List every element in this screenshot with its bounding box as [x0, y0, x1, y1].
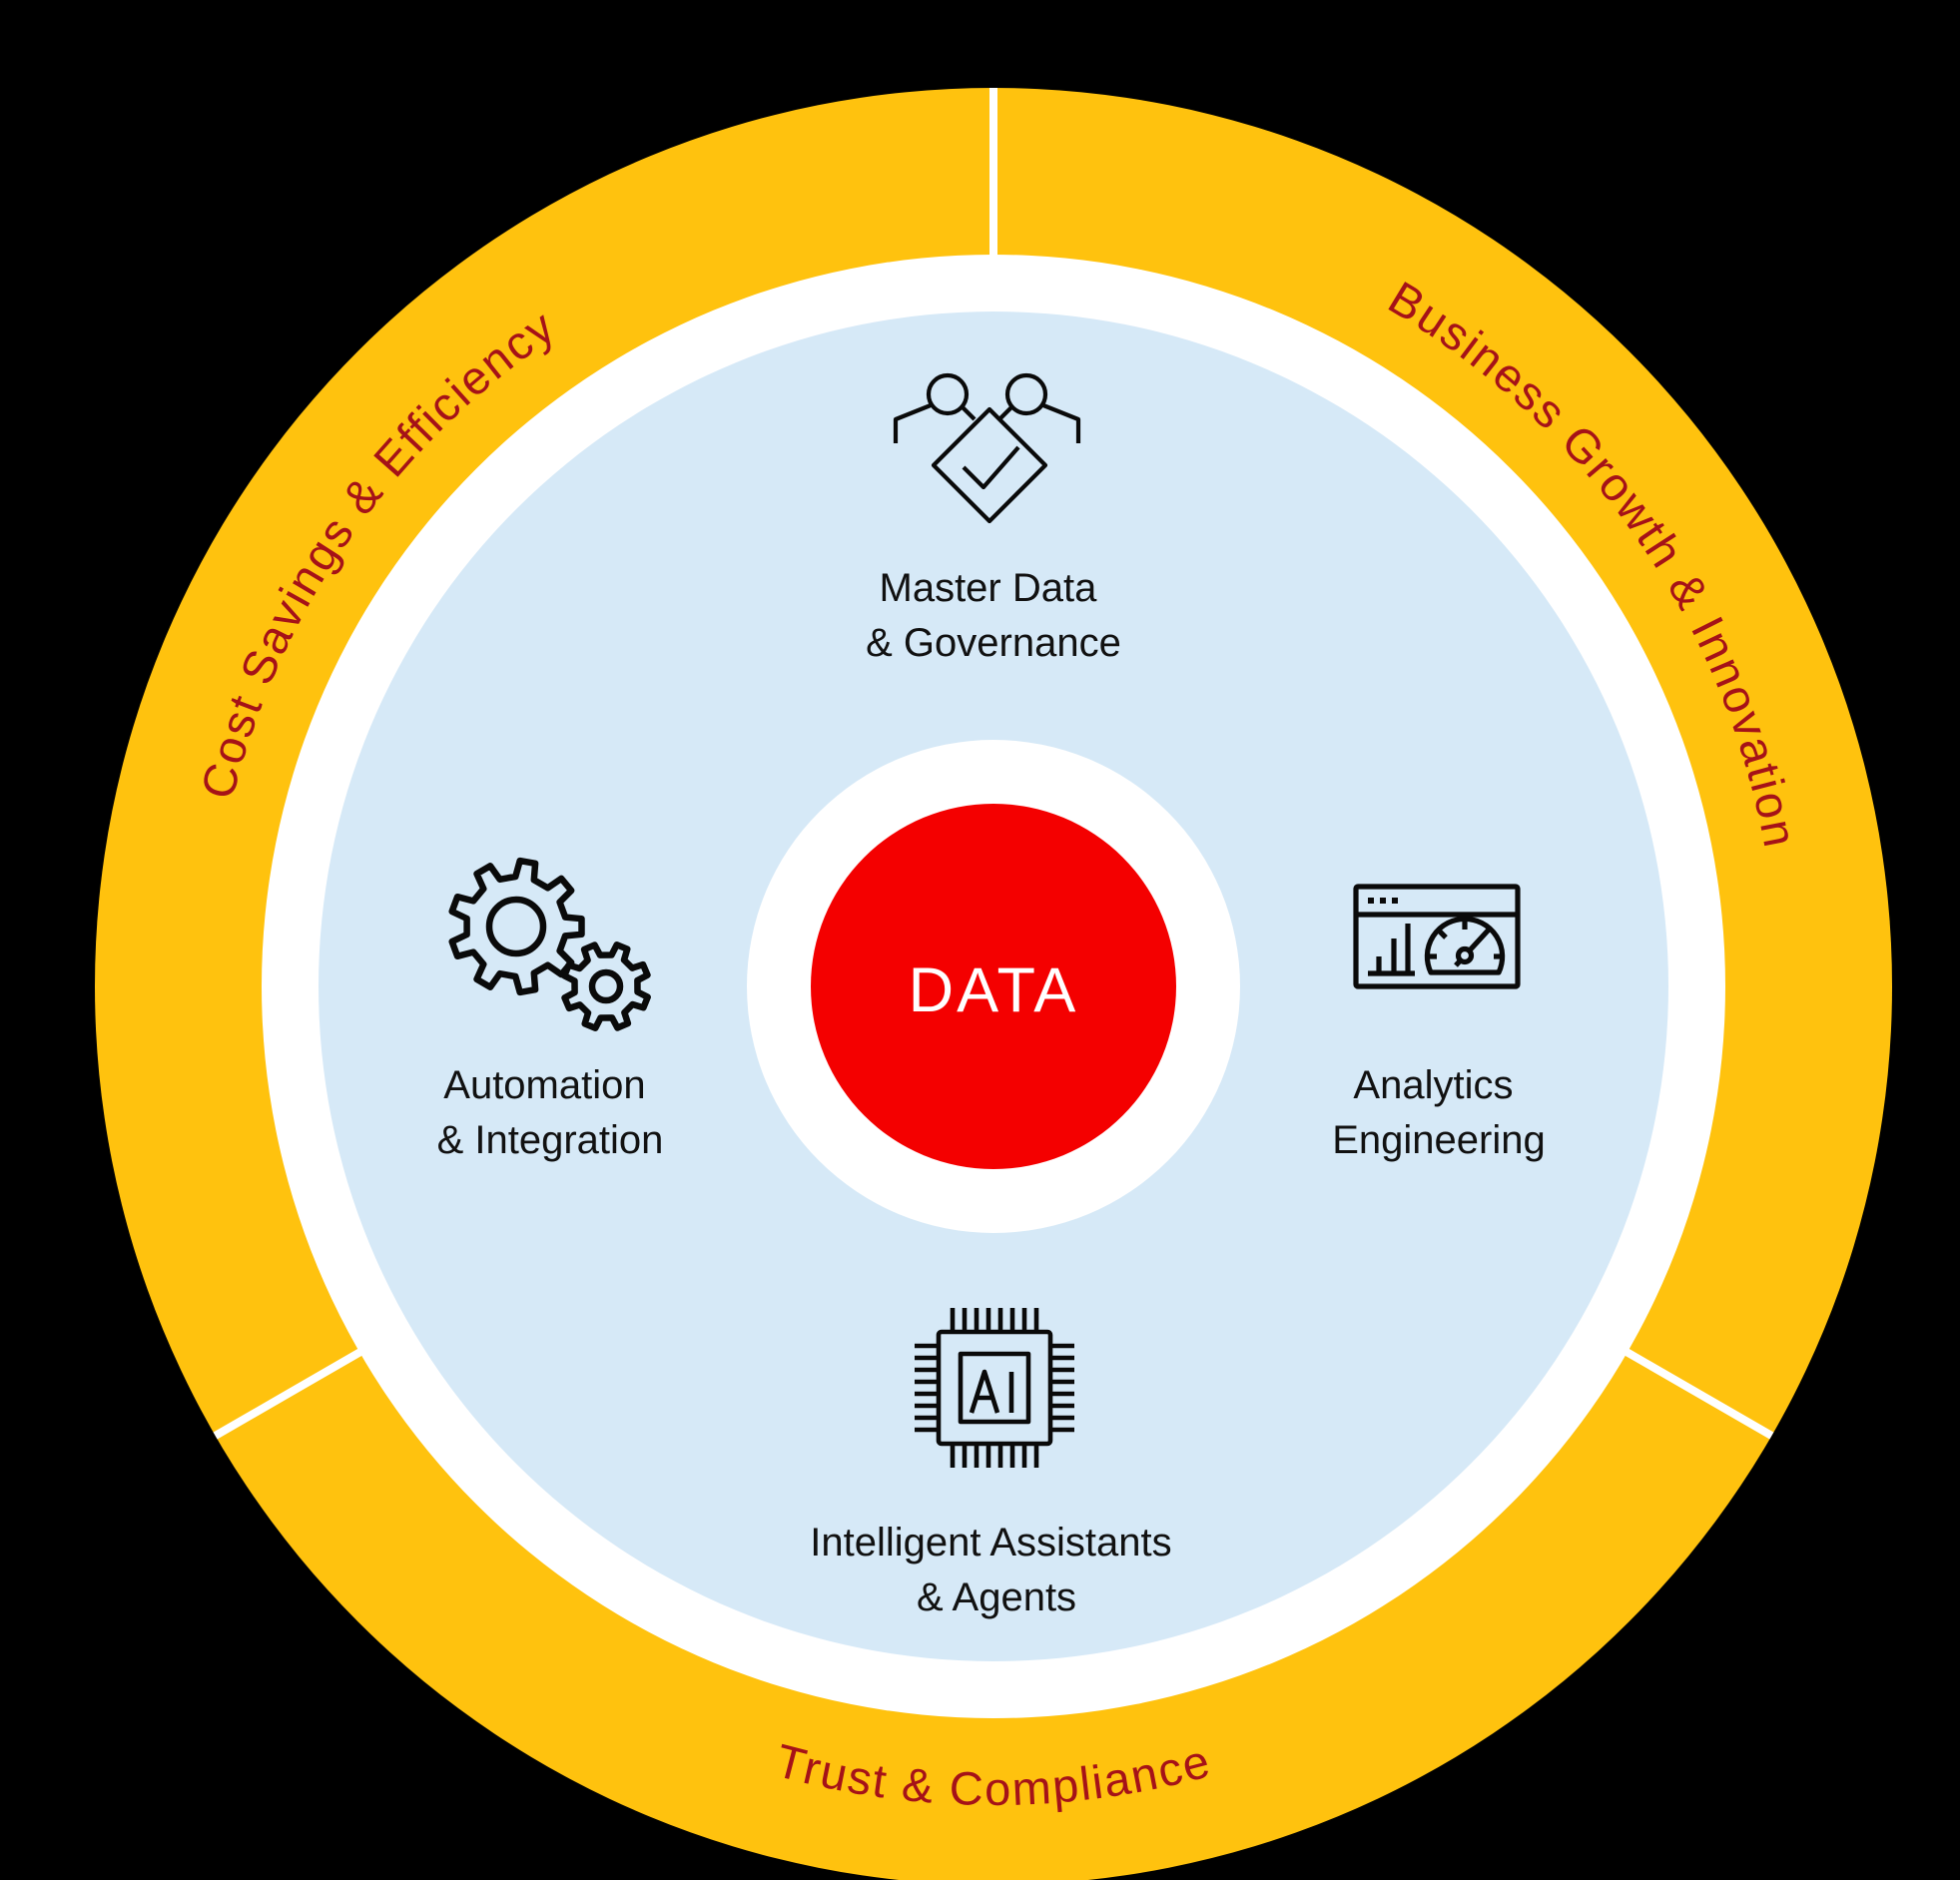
- ai-chip-icon: [915, 1308, 1074, 1468]
- ring-divider-lower-left: [213, 1343, 371, 1440]
- center-circle-red: [811, 804, 1176, 1169]
- people-approval-icon: [893, 372, 1081, 524]
- gears-icon: [448, 857, 651, 1031]
- analytics-dashboard-icon: [1353, 884, 1521, 989]
- center-data-label: DATA: [909, 955, 1079, 1025]
- label-master-data: Master Data & Governance: [866, 566, 1121, 665]
- ring-divider-lower-right: [1616, 1343, 1774, 1440]
- label-automation: Automation & Integration: [437, 1063, 664, 1162]
- label-intelligent-assistants: Intelligent Assistants & Agents: [810, 1521, 1183, 1619]
- label-analytics: Analytics Engineering: [1332, 1063, 1546, 1162]
